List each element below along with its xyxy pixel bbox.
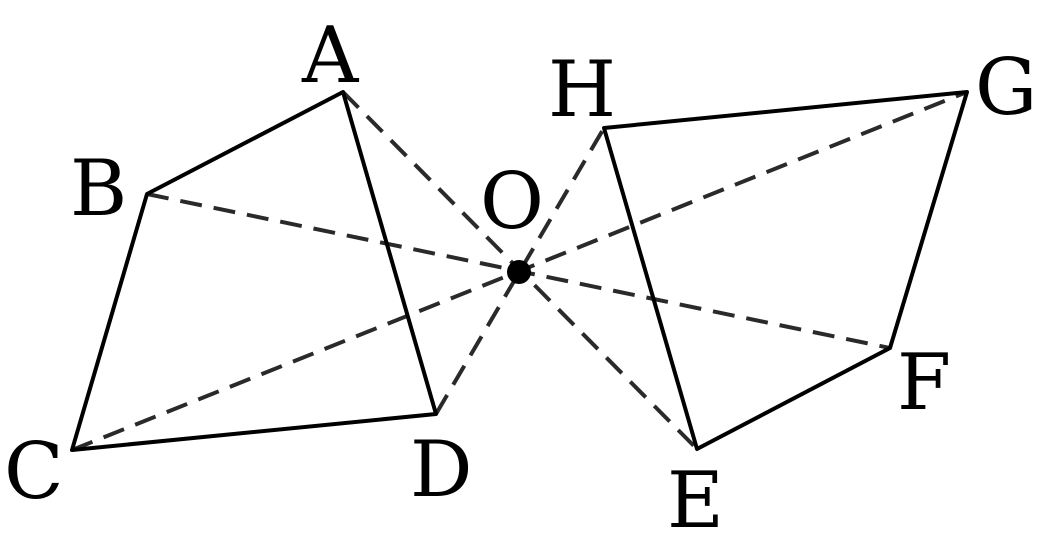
center-point-o: [507, 260, 531, 284]
label-c: C: [4, 427, 64, 517]
label-h: H: [548, 45, 616, 135]
dashed-line-d-h: [434, 126, 606, 416]
label-e: E: [667, 456, 724, 546]
label-o: O: [480, 157, 544, 247]
label-g: G: [975, 43, 1037, 133]
label-f: F: [897, 338, 951, 428]
label-b: B: [70, 144, 127, 234]
label-d: D: [410, 425, 473, 515]
label-a: A: [301, 11, 360, 101]
quadrilateral-abcd: [70, 90, 438, 452]
quadrilateral-hgfe: [602, 90, 969, 451]
